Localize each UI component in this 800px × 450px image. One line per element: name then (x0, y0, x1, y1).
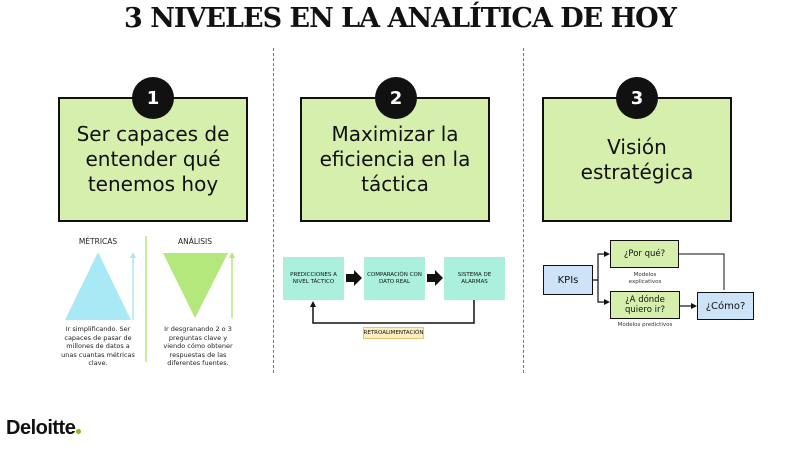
analysis-triangle (163, 253, 228, 318)
level-2-badge: 2 (375, 77, 417, 119)
column-divider-2 (523, 48, 524, 373)
why-to-how-line (679, 253, 725, 290)
logo-text: Deloitte (6, 417, 76, 439)
how-box: ¿Cómo? (697, 292, 754, 320)
analysis-arrow-head (229, 252, 235, 258)
level-3-badge: 3 (616, 77, 658, 119)
page-title: 3 NIVELES EN LA ANALÍTICA DE HOY (124, 3, 677, 34)
step-arrow-1 (346, 270, 362, 286)
deloitte-logo: Deloitte (6, 417, 82, 440)
level-3-card: Visión estratégica (542, 97, 732, 222)
level-2-card: Maximizar la eficiencia en la táctica (300, 97, 490, 222)
level-1-badge: 1 (132, 77, 174, 119)
metrics-label: MÉTRICAS (78, 237, 118, 246)
kpis-to-where-line (597, 280, 607, 303)
metrics-arrow-head (130, 252, 136, 258)
step-predicciones: PREDICCIONES A NIVEL TÁCTICO (283, 257, 344, 300)
why-caption: Modelos explicativos (628, 272, 662, 285)
step-comparacion: COMPARACIÓN CON DATO REAL (364, 257, 425, 300)
why-box: ¿Por qué? (610, 240, 679, 268)
feedback-label: RETROALIMENTACIÓN (363, 327, 424, 339)
analysis-description: Ir desgranando 2 o 3 preguntas clave y v… (163, 325, 233, 367)
metrics-description: Ir simplificando. Ser capaces de pasar d… (61, 325, 135, 367)
feedback-loop (312, 300, 475, 324)
logo-dot (76, 429, 82, 434)
analysis-label: ANÁLISIS (178, 237, 212, 246)
step-alarmas: SISTEMA DE ALARMAS (444, 257, 505, 300)
kpis-to-why-line (593, 253, 607, 281)
step-arrow-2 (427, 270, 443, 286)
metrics-triangle (65, 252, 131, 320)
where-box: ¿A dónde quiero ir? (610, 291, 680, 319)
kpis-box: KPIs (543, 265, 593, 295)
feedback-arrow-head (310, 301, 316, 307)
column-divider-1 (273, 48, 274, 373)
where-caption: Modelos predictivos (617, 322, 673, 328)
